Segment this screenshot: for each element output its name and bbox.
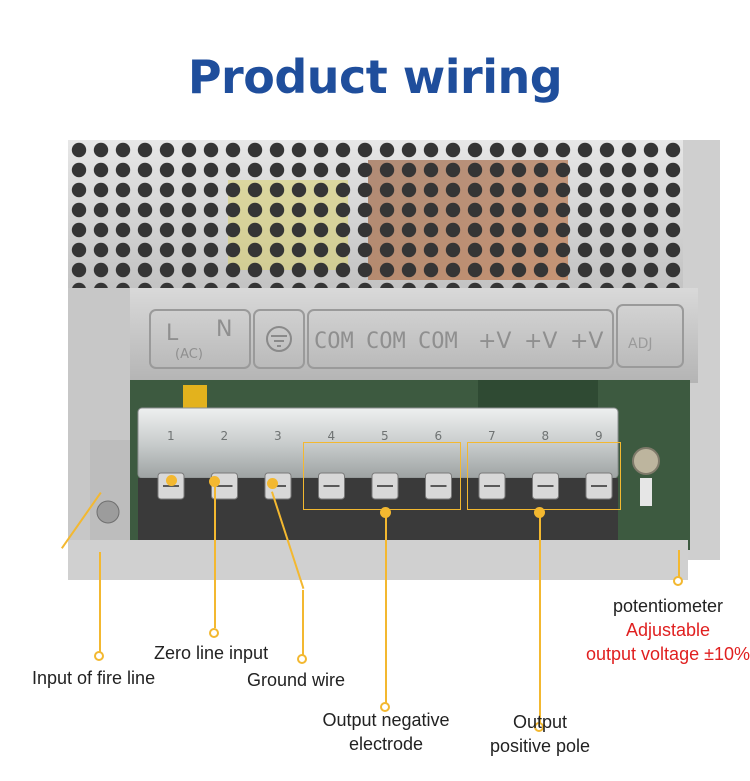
- label-com-3: COM: [418, 329, 458, 354]
- fire-line-terminal-dot: [166, 475, 177, 486]
- positive-terminals-box: [467, 442, 621, 510]
- terminal-number-1: 1: [167, 429, 175, 443]
- zero-line-terminal-dot: [209, 476, 220, 487]
- output-negative-line-2: electrode: [348, 734, 424, 754]
- potentiometer-line: potentiometer: [612, 596, 724, 616]
- positive-leader: [539, 512, 541, 728]
- label-v-2: +V: [524, 329, 557, 354]
- label-ac: (AC): [175, 347, 203, 362]
- terminal-number-9: 9: [595, 429, 603, 443]
- terminal-number-6: 6: [435, 429, 443, 443]
- output-positive-line-1: Output: [512, 712, 568, 732]
- negative-end-dot: [380, 702, 390, 712]
- zero-line-end-dot: [209, 628, 219, 638]
- output-negative-line-1: Output negative: [322, 710, 450, 730]
- page-title: Product wiring: [187, 50, 563, 104]
- fire-line-label: Input of fire line: [32, 668, 156, 688]
- label-com-2: COM: [366, 329, 406, 354]
- negative-terminals-box: [303, 442, 461, 510]
- terminal-number-8: 8: [542, 429, 550, 443]
- power-supply-photo: L N (AC) COM COM COM +V +V +V ADJ 1 2 3 4 5 6…: [68, 140, 720, 580]
- output-positive-line-2: positive pole: [489, 736, 591, 756]
- potentiometer-leader: [678, 550, 680, 578]
- output-negative-label: Output negative electrode: [312, 708, 460, 756]
- potentiometer-end-dot: [673, 576, 683, 586]
- zero-line-label: Zero line input: [154, 643, 269, 663]
- positive-box-dot: [534, 507, 545, 518]
- positive-end-dot: [534, 722, 544, 732]
- terminal-number-3: 3: [274, 429, 282, 443]
- ground-end-dot: [297, 654, 307, 664]
- adjustable-line: Adjustable: [625, 620, 711, 640]
- fire-line-leader: [99, 552, 101, 652]
- ground-leader: [302, 590, 304, 656]
- adjustable-range-line: output voltage ±10%: [586, 644, 750, 664]
- potentiometer-label: potentiometer Adjustable output voltage …: [586, 594, 750, 666]
- label-adj: ADJ: [628, 336, 653, 352]
- label-l: L: [166, 321, 179, 346]
- ground-label: Ground wire: [247, 670, 346, 690]
- negative-leader: [385, 512, 387, 704]
- output-positive-label: Output positive pole: [482, 710, 598, 758]
- fire-line-end-dot: [94, 651, 104, 661]
- terminal-number-7: 7: [488, 429, 496, 443]
- negative-box-dot: [380, 507, 391, 518]
- zero-line-leader: [214, 484, 216, 628]
- terminal-number-2: 2: [221, 429, 229, 443]
- label-v-3: +V: [570, 329, 603, 354]
- label-com-1: COM: [314, 329, 354, 354]
- terminal-number-5: 5: [381, 429, 389, 443]
- ground-terminal-dot: [267, 478, 278, 489]
- ground-symbol-icon: [266, 326, 292, 352]
- label-n: N: [216, 317, 232, 342]
- label-v-1: +V: [478, 329, 511, 354]
- terminal-number-4: 4: [328, 429, 336, 443]
